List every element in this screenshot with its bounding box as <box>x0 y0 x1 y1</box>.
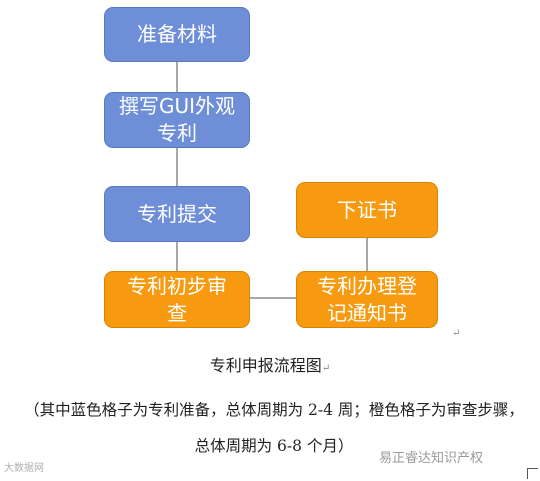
diagram-note: （其中蓝色格子为专利准备，总体周期为 2-4 周；橙色格子为审查步骤，总体周期为… <box>24 401 524 455</box>
diagram-caption: 专利申报流程图↵ <box>209 356 331 375</box>
corner-mark <box>527 468 538 479</box>
watermark-left: 大数据网 <box>4 463 44 474</box>
node-patent-submit: 专利提交 <box>104 186 250 242</box>
node-prepare-materials: 准备材料 <box>104 7 250 62</box>
node-registration-notice: 专利办理登 记通知书 <box>296 271 438 328</box>
watermark-right: 易正睿达知识产权 <box>379 451 484 466</box>
node-write-gui-patent: 撰写GUI外观 专利 <box>104 92 250 148</box>
paragraph-mark: ↵ <box>452 328 461 339</box>
node-preliminary-review: 专利初步审 查 <box>104 271 250 328</box>
node-certificate: 下证书 <box>296 182 438 238</box>
